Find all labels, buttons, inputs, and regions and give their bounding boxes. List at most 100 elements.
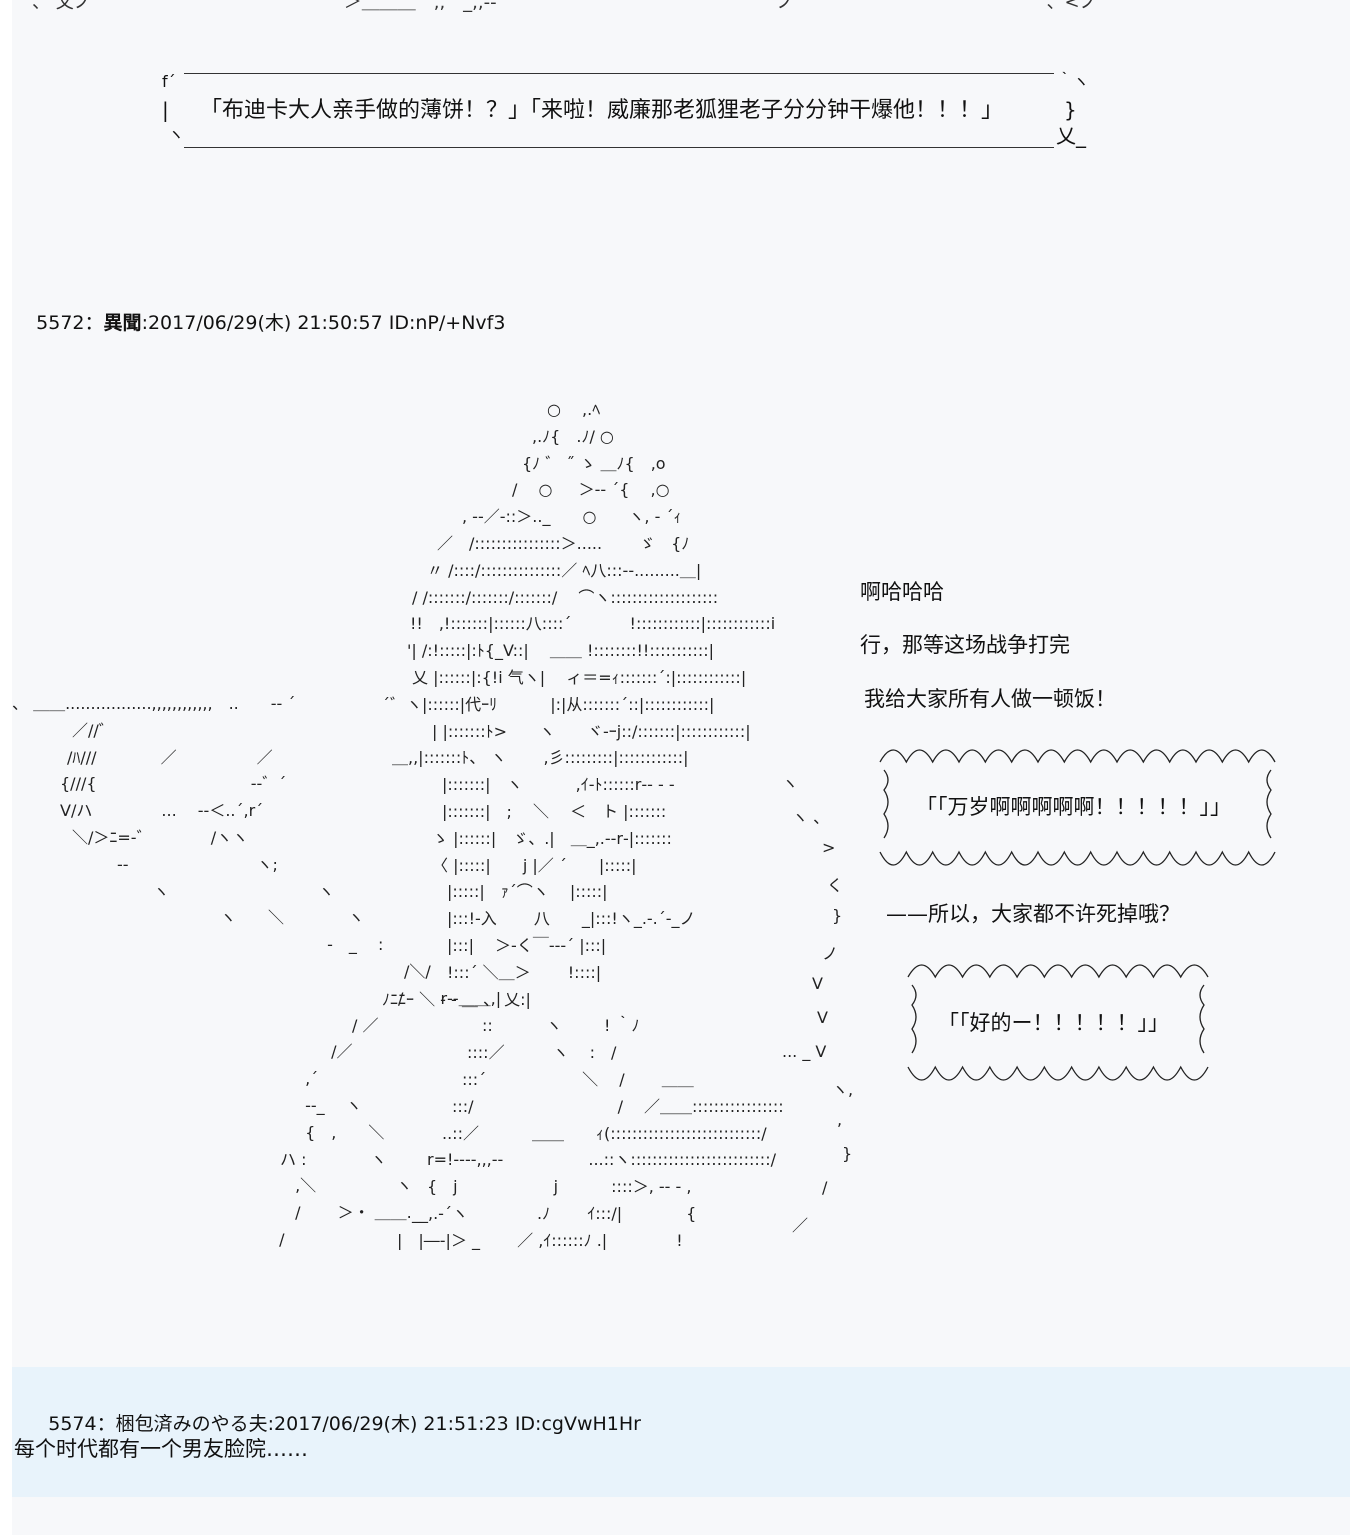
ascii-art-line: ／ (792, 1216, 809, 1235)
ascii-art-line: , (837, 1110, 843, 1129)
post-5574: 5574：梱包済みのやる夫:2017/06/29(木) 21:51:23 ID:… (12, 1367, 1350, 1497)
ascii-art-line: |:::::::| ; ＼ ＜ ト |::::::: (442, 802, 667, 821)
ascii-art-line: ノ (822, 944, 839, 963)
ascii-art-line: {ﾉ ゛ ˝ ゝ ＿ﾉ{ ,o (522, 453, 666, 473)
ascii-art-line: ／//゛ (72, 720, 115, 740)
ascii-art-line: :::/ / ／＿＿::::::::::::::::: (452, 1096, 784, 1116)
bubble-top-corner-br: 乂_ (1056, 124, 1086, 148)
post-author: 梱包済みのやる夫 (115, 1413, 268, 1435)
bubble-scallop-edge (879, 850, 1276, 866)
ascii-art-line: { , ＼ (252, 1122, 385, 1142)
ascii-art-line: / ／ (272, 1015, 379, 1035)
ascii-art-line: / /:::::::/:::::::/:::::::/ ⌒ヽ::::::::::… (412, 587, 719, 607)
ascii-art-line: } (832, 906, 843, 925)
ascii-art-line: ／ /::::::::::::::::＞..... ゞ {ﾉ (437, 534, 690, 553)
ascii-art-line: ハ : ヽ (232, 1149, 387, 1169)
ascii-art-figure: ○ ,.ﾍ,.ﾉ{ .ﾉ/ ○{ﾉ ゛ ˝ ゝ ＿ﾉ{ ,o/ ○ ＞-‐ ´{… (382, 396, 852, 1256)
post-id[interactable]: ID:cgVwH1Hr (514, 1413, 641, 1435)
ascii-art-line: ... _ V (782, 1042, 827, 1061)
ascii-art-line: ヽ ＼ ヽ (172, 908, 365, 928)
ascii-art-line: V (817, 1008, 828, 1027)
ascii-art-line: ‐‐ ヽ; (117, 854, 278, 874)
bubble-side-edge (911, 984, 917, 1054)
ascii-art-line: V (812, 974, 823, 993)
post-header-5574: 5574：梱包済みのやる夫:2017/06/29(木) 21:51:23 ID:… (12, 1387, 641, 1458)
bubble-top-corner-left2: ヽ (168, 125, 185, 144)
bubble-top-border (184, 73, 1054, 74)
post-separator-2: : (141, 312, 148, 334)
ascii-art-line: > (822, 838, 836, 857)
ascii-art-line: ..::／ ＿＿ ｨ(::::::::::::::::::::::::::::/ (442, 1123, 767, 1143)
post-id[interactable]: ID:nP/+Nvf3 (388, 312, 506, 334)
ascii-art-line: |:::| ＞‐く￣‐-‐´ |:::| (447, 936, 607, 955)
bubble-top-side-left: | (162, 98, 169, 122)
ascii-art-line: { j j ::::＞, ‐‐ ‐ , (427, 1177, 692, 1197)
ascii-art-line: ＼/＞ﾆ=-゛ /ヽヽ (72, 828, 249, 847)
ascii-art-line: 、 ＿＿.................,,,,,,,,,,,, .. ‐‐ … (12, 694, 301, 713)
ascii-art-line: , -‐／‐::＞.._ ○ ヽ, ‐ ´ｨ (462, 507, 682, 527)
post-datetime: 2017/06/29(木) 21:50:57 (147, 312, 383, 334)
post-separator: ： (84, 312, 104, 334)
ascii-art-line: ヽ ヽ (132, 881, 335, 901)
post-separator: ： (96, 1413, 116, 1435)
speech-bubble-crowd-1: 「「万岁啊啊啊啊啊！！！！！」」 (870, 740, 1285, 870)
ascii-art-line: '| /:!:::::|:ﾄ{_V::| ＿＿ !::::::::!!:::::… (407, 641, 715, 661)
post-number[interactable]: 5572 (36, 312, 85, 334)
ascii-art-line: V/ハ ... ‐‐＜..´,r´ (60, 801, 264, 821)
ascii-art-line: | |―‐|＞ _ ／ ,ｲ::::::ﾉ .| ! (397, 1230, 683, 1250)
ascii-art-line: ‐ _ : (242, 935, 384, 955)
ascii-art-line: ,.ﾉ{ .ﾉ/ ○ (532, 426, 614, 446)
ascii-art-line: ,´ (252, 1069, 319, 1089)
post-header-5572: 5572：異聞:2017/06/29(木) 21:50:57 ID:nP/+Nv… (12, 286, 505, 357)
ascii-art-line: {///{ ‐‐゛´ (60, 774, 287, 794)
speech-line-2: 行，那等这场战争打完 (860, 633, 1070, 657)
ascii-art-line: ＿,,|:::::::ﾄ、 ヽ ,彡:::::::::|::::::::::::… (392, 748, 689, 768)
ascii-art-line: /ﾊ/// ／ ／ (67, 747, 273, 767)
ascii-art-line: |:::!‐入 八 _|:::!ヽ_.‐.´‐_ノ (447, 909, 696, 929)
post-datetime: 2017/06/29(木) 21:51:23 (274, 1413, 509, 1435)
ascii-art-line: く (827, 876, 844, 895)
bubble-crowd-2-outline (907, 964, 1209, 1081)
speech-bubble-top: f´ | ヽ ｀ヽ } 乂_ 「布迪卡大人亲手做的薄饼！？」「来啦！威廉那老狐狸… (162, 70, 1089, 152)
ascii-art-line: __,.‐´ヽ .ﾉ ｲ:::/| { (412, 1204, 697, 1223)
bubble-crowd-1-outline (879, 749, 1276, 866)
thread-page: 、 乂ノ ＞＿＿＿ ,, _,,-‐'' ノ 、<ノ f´ | ヽ ｀ヽ } 乂… (12, 0, 1350, 1535)
speech-line-1: 啊哈哈哈 (860, 580, 944, 604)
bubble-top-side-right: } (1064, 98, 1077, 122)
ascii-art-line: | |:::::::ﾄ> ヽ ヾ‐ｰj::/:::::::|::::::::::… (432, 721, 751, 741)
ascii-art-line: ´゛ヽ|::::::|代ｰﾘ |:|从:::::::´::|::::::::::… (382, 694, 715, 714)
ascii-art-line: ヽ (782, 774, 799, 793)
ascii-art-line: |:::::| ｧ´⌒ヽ |:::::| (447, 882, 608, 902)
bubble-side-edge (1199, 984, 1205, 1054)
ascii-art-line: ヽ 、 (792, 808, 830, 827)
bubble-scallop-edge (879, 749, 1276, 764)
ascii-art-line: / (242, 1230, 285, 1249)
bubble-side-edge (883, 769, 889, 839)
art-fragment-top: 、 乂ノ ＞＿＿＿ ,, _,,-‐'' ノ 、<ノ (32, 0, 1098, 13)
ascii-art-line: ﾉﾆﾆｰ ＼ ‐ ‐ ＿ 、 乂:| (382, 989, 531, 1009)
speech-line-3: 我给大家所有人做一顿饭！ (864, 687, 1116, 711)
ascii-art-line: 乂 |::::::|:{!i 气ヽ| ィ＝=ｨ:::::::´:|:::::::… (412, 668, 747, 687)
ascii-art-line: 〃 /::::/:::::::::::::::／ ﾍ八:::‐‐........… (427, 560, 702, 580)
ascii-art-line: ,＼ ヽ (242, 1176, 413, 1196)
ascii-art-line: !:::´ ＼＿＞ !::::| (447, 962, 602, 982)
ascii-art-left: 、 ＿＿.................,,,,,,,,,,,, .. ‐‐ … (12, 690, 501, 1250)
ascii-art-line: / (822, 1178, 828, 1197)
ascii-art-line: /／ (262, 1042, 353, 1062)
bubble-bottom-border (184, 147, 1054, 148)
ascii-art-line: } (842, 1144, 853, 1163)
bubble-side-edge (1266, 769, 1272, 839)
bubble-crowd-1-text: 「「万岁啊啊啊啊啊！！！！！」」 (916, 795, 1231, 819)
post-separator-2: : (267, 1413, 275, 1435)
post-number[interactable]: 5574 (48, 1413, 97, 1435)
ascii-art-line: r=!‐‐‐‐,,,‐‐ ...::ヽ:::::::::::::::::::::… (427, 1150, 776, 1170)
ascii-art-line: / ＞・ ＿＿. (242, 1203, 412, 1223)
post-author: 異聞 (103, 312, 142, 334)
ascii-art-line: !! ,!:::::::|::::::八::::´ !::::::::::::|… (410, 614, 776, 634)
ascii-art-line: / r‐‐＿＿,| (302, 988, 502, 1008)
bubble-top-corner-left: f´ (162, 72, 176, 91)
bubble-top-text: 「布迪卡大人亲手做的薄饼！？」「来啦！威廉那老狐狸老子分分钟干爆他！！！」 (200, 98, 1004, 123)
ascii-art-line: ::::／ ヽ : / (467, 1043, 617, 1063)
ascii-art-line: /＼/ (292, 962, 431, 981)
